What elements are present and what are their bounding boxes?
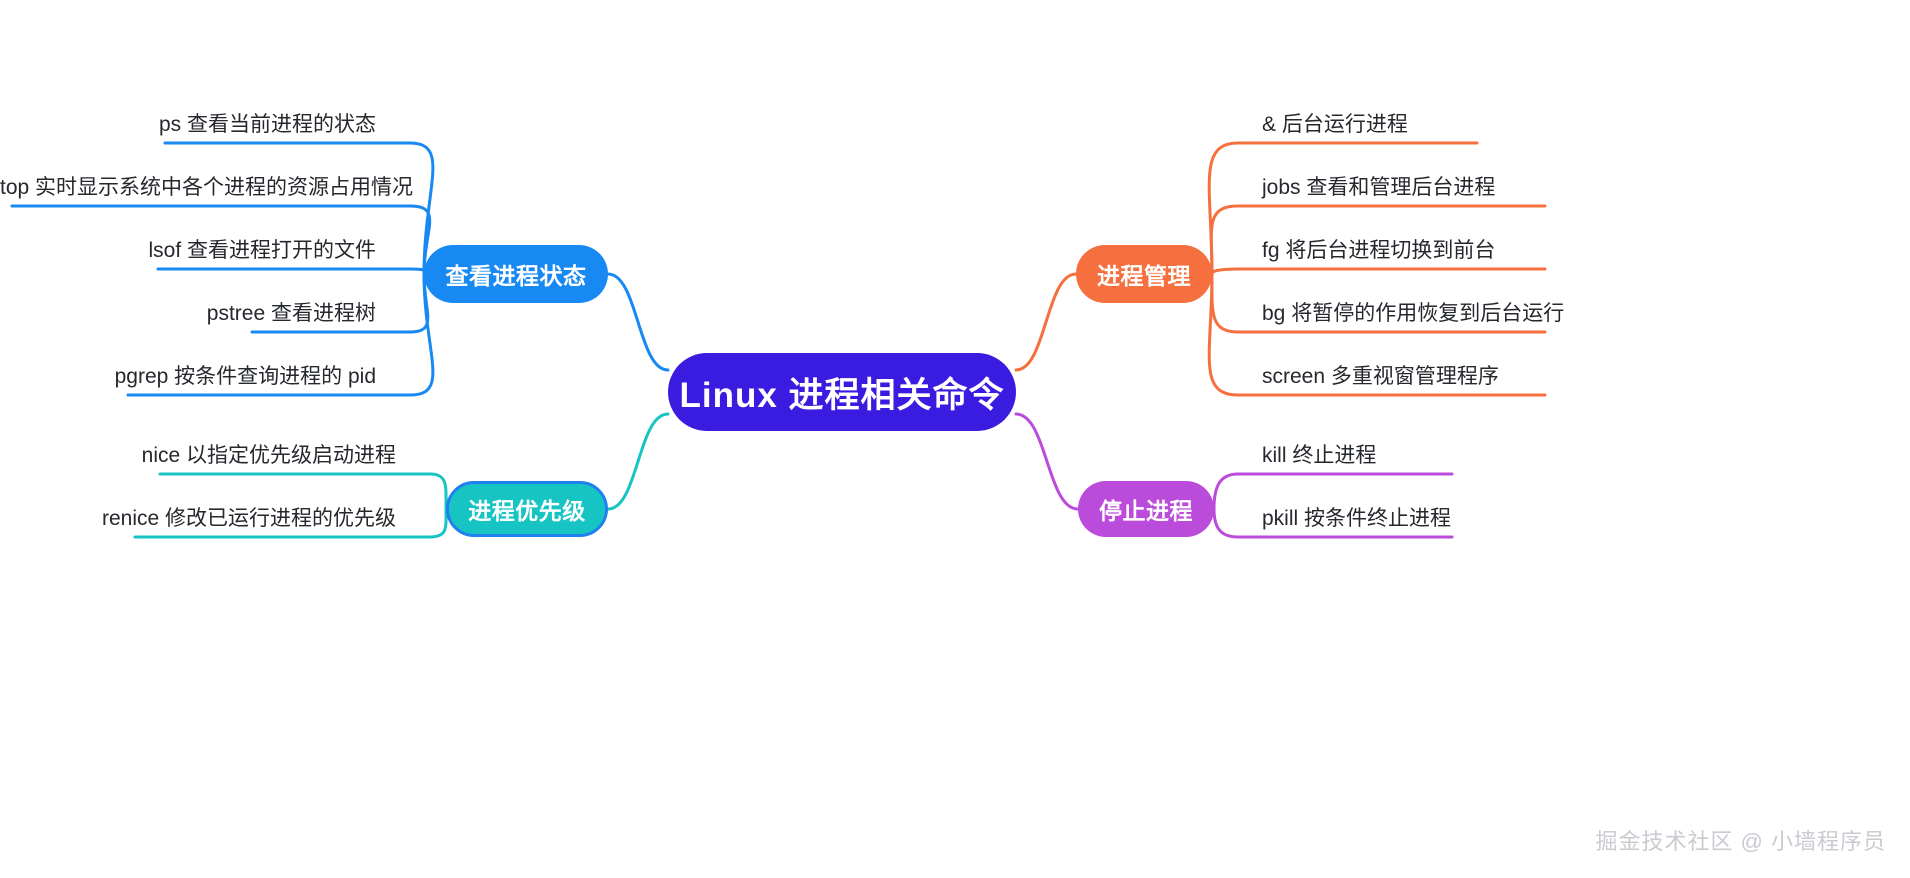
branch-node-process-management[interactable]: 进程管理 (1076, 245, 1212, 303)
leaf-item[interactable]: fg 将后台进程切换到前台 (1262, 239, 1496, 262)
leaf-item[interactable]: & 后台运行进程 (1262, 113, 1408, 136)
branch-node-label: 进程优先级 (468, 498, 586, 524)
leaf-item[interactable]: pkill 按条件终止进程 (1262, 507, 1452, 530)
watermark: 掘金技术社区 @ 小墙程序员 (1595, 829, 1886, 854)
branch-node-view-process-state[interactable]: 查看进程状态 (424, 245, 608, 303)
leaf-item[interactable]: pgrep 按条件查询进程的 pid (114, 365, 376, 388)
leaf-item[interactable]: top 实时显示系统中各个进程的资源占用情况 (0, 176, 414, 199)
connector-path (1014, 272, 1078, 372)
connector-path (606, 412, 670, 511)
leaf-item[interactable]: ps 查看当前进程的状态 (158, 113, 376, 136)
leaf-item[interactable]: lsof 查看进程打开的文件 (148, 239, 376, 262)
branch-node-process-priority[interactable]: 进程优先级 (446, 481, 608, 537)
branch-node-label: 停止进程 (1099, 498, 1193, 524)
leaf-item[interactable]: jobs 查看和管理后台进程 (1262, 176, 1496, 199)
connector-path (156, 267, 426, 276)
connector-path (158, 472, 448, 511)
branch-node-label: 进程管理 (1097, 263, 1191, 289)
connector-path (1014, 412, 1080, 511)
leaf-item[interactable]: pstree 查看进程树 (206, 302, 376, 325)
connector-path (606, 272, 670, 372)
root-node[interactable]: Linux 进程相关命令 (668, 353, 1016, 431)
branch-node-stop-process[interactable]: 停止进程 (1078, 481, 1214, 537)
leaf-item[interactable]: renice 修改已运行进程的优先级 (101, 507, 396, 530)
branch-node-label: 查看进程状态 (445, 263, 587, 289)
leaf-item[interactable]: kill 终止进程 (1262, 444, 1377, 467)
connector-path (1210, 267, 1547, 276)
leaf-item[interactable]: nice 以指定优先级启动进程 (141, 444, 396, 467)
leaf-item[interactable]: bg 将暂停的作用恢复到后台运行 (1262, 302, 1565, 325)
connector-path (1212, 472, 1454, 511)
leaf-item[interactable]: screen 多重视窗管理程序 (1262, 365, 1499, 388)
